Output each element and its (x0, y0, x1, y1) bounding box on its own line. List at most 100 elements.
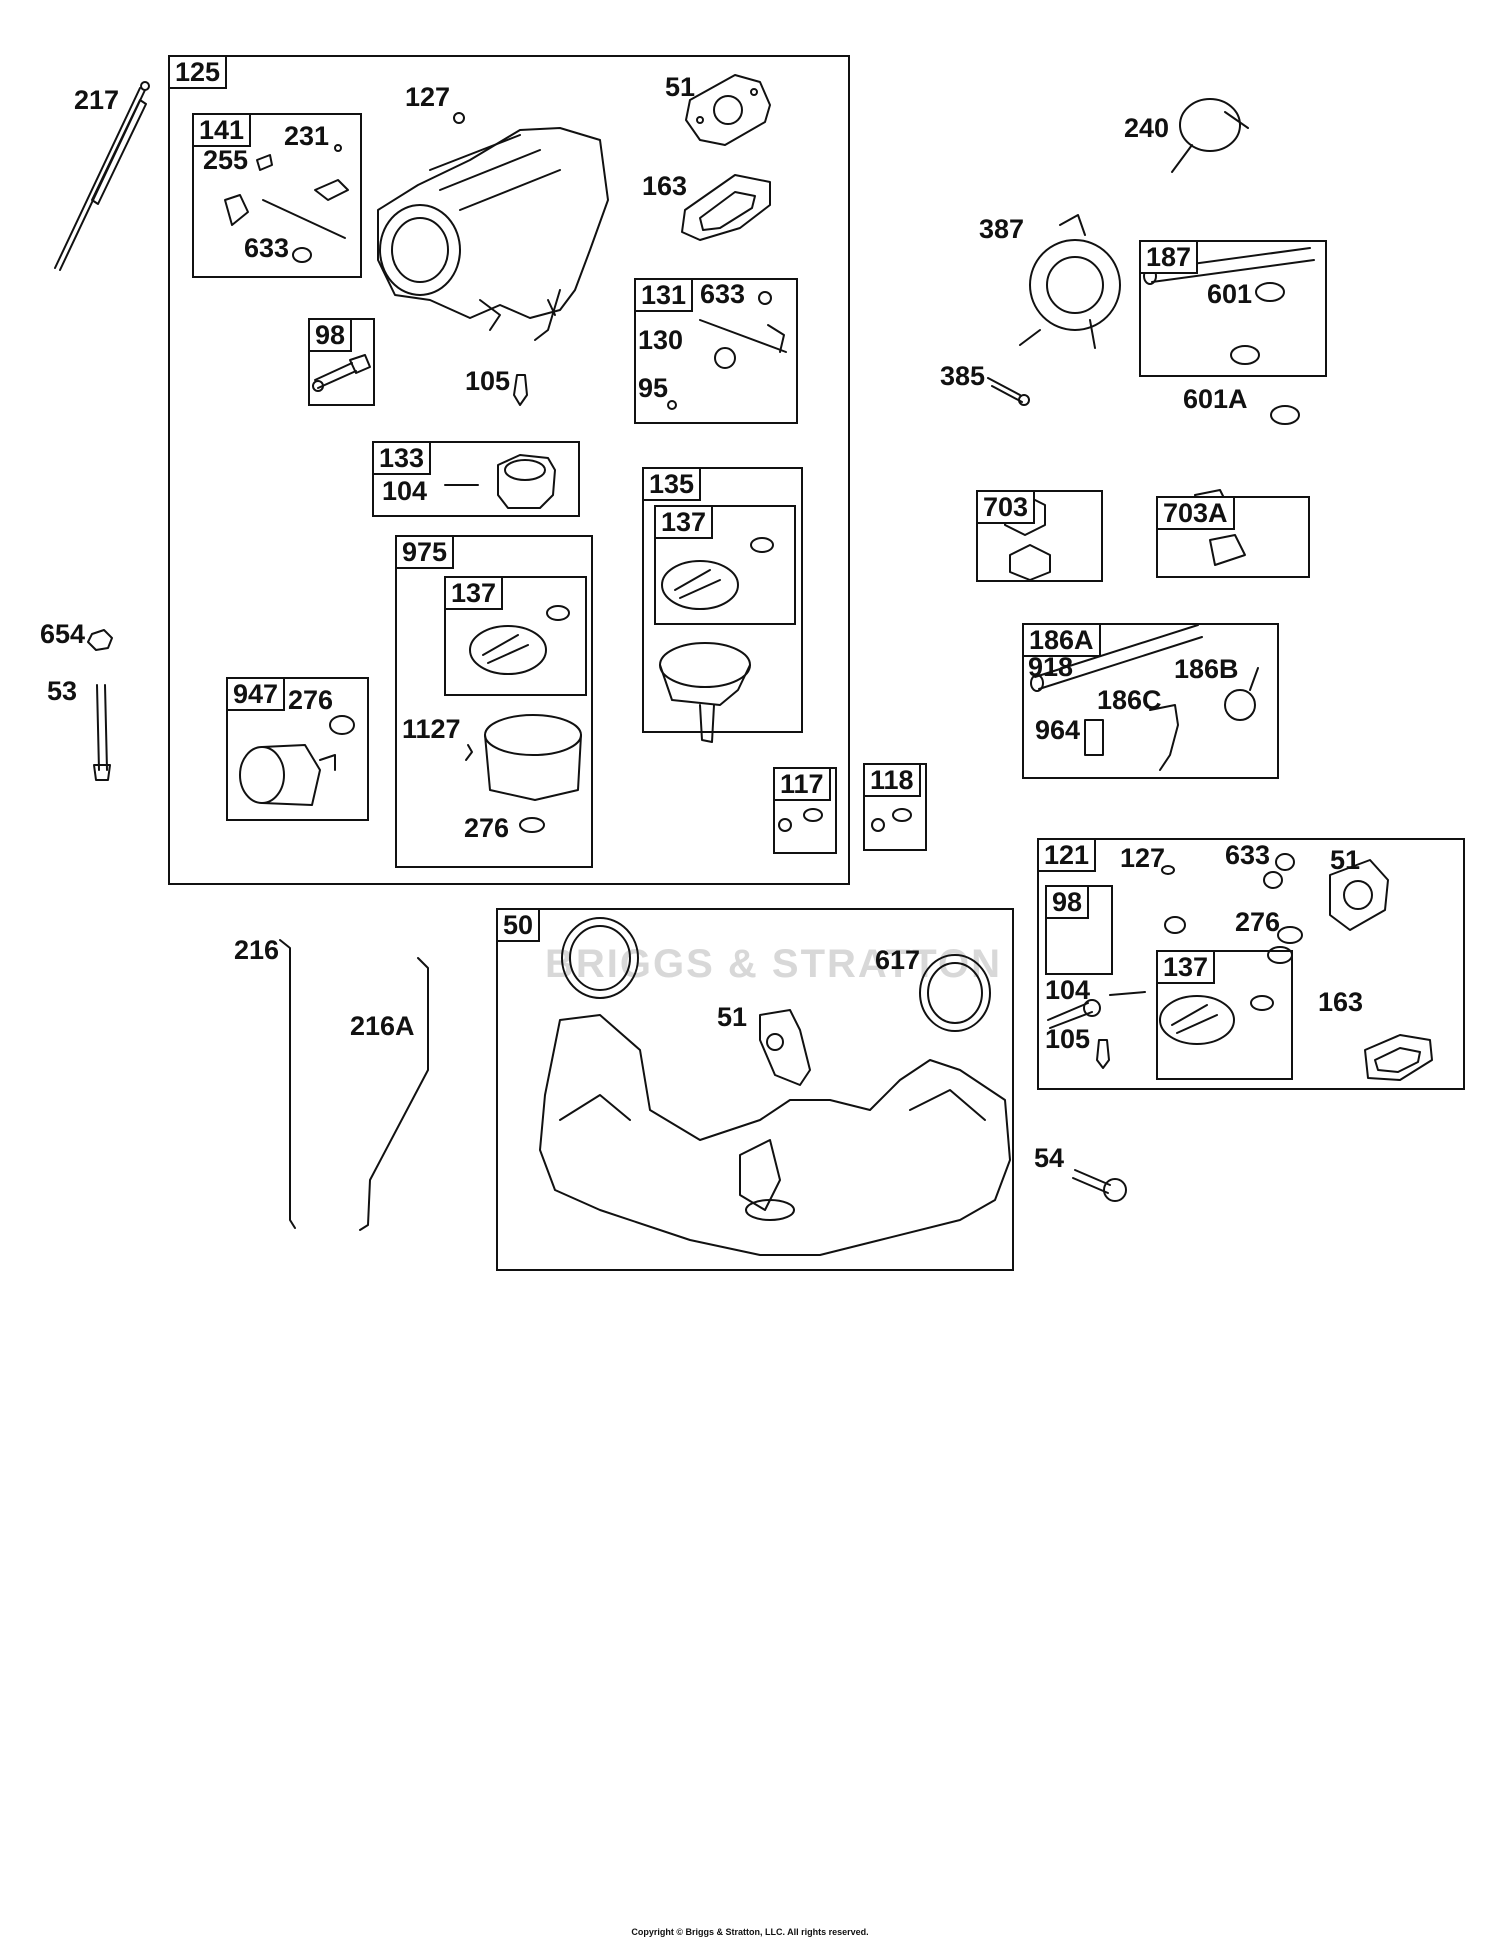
kit-box-117: 117 (773, 767, 837, 854)
fuel-filter-icon (1171, 98, 1249, 173)
part-label: 54 (1034, 1143, 1065, 1173)
part-label: 186B (1174, 654, 1239, 684)
mounting-screw-icon (987, 377, 1030, 406)
kit-box-133: 133 (372, 441, 580, 517)
kit-box-975: 975 (395, 535, 593, 868)
part-label: 105 (465, 366, 511, 396)
kit-number: 703A (1158, 498, 1235, 530)
kit-box-125: 125 (168, 55, 850, 885)
kit-box-187: 187 (1139, 240, 1327, 377)
part-label: 654 (40, 619, 86, 649)
part-label: 163 (642, 171, 688, 201)
kit-number: 98 (310, 320, 353, 352)
part-label: 104 (382, 476, 428, 506)
kit-number: 141 (194, 115, 252, 147)
intake-manifold-icon (539, 917, 1011, 1256)
part-label: 216A (350, 1011, 415, 1041)
part-label: 255 (203, 145, 249, 175)
kit-box-141: 141 (192, 113, 362, 278)
part-label: 51 (665, 72, 696, 102)
kit-number: 137 (1158, 952, 1216, 984)
kit-box-703A: 703A (1156, 496, 1310, 578)
carburetor-bowl-icon (465, 714, 582, 833)
part-label: 964 (1035, 715, 1081, 745)
kit-number: 137 (446, 578, 504, 610)
gasket-set-icon (469, 537, 774, 675)
part-label: 186C (1097, 685, 1162, 715)
part-label: 918 (1028, 652, 1074, 682)
part-label: 104 (1045, 975, 1091, 1005)
part-label: 617 (875, 945, 921, 975)
needle-valve-icon (513, 374, 528, 406)
part-label: 240 (1124, 113, 1170, 143)
governor-link-icon (279, 939, 429, 1231)
kit-box-137: 137 (1156, 950, 1293, 1080)
kit-box-118: 118 (863, 763, 927, 851)
part-label: 163 (1318, 987, 1364, 1017)
governor-spring-icon (54, 81, 150, 271)
kit-box-137: 137 (654, 505, 796, 625)
part-label: 51 (1330, 845, 1361, 875)
float-bowl-icon (659, 642, 751, 743)
part-label: 601 (1207, 279, 1253, 309)
part-label: 53 (47, 676, 78, 706)
part-label: 95 (638, 373, 669, 403)
kit-box-98: 98 (1045, 885, 1113, 975)
kit-number: 117 (775, 769, 831, 801)
hose-clamp-icon (1270, 405, 1300, 425)
kit-number: 703 (978, 492, 1036, 524)
kit-box-50: 50 (496, 908, 1014, 1271)
part-label: 127 (1120, 843, 1166, 873)
kit-box-186A: 186A (1022, 623, 1279, 779)
o-ring-icon (453, 112, 465, 124)
kit-number: 186A (1024, 625, 1101, 657)
kit-box-947: 947 (226, 677, 369, 821)
kit-number: 135 (644, 469, 702, 501)
part-label: 1127 (402, 714, 461, 744)
part-label: 130 (638, 325, 684, 355)
kit-number: 187 (1141, 242, 1199, 274)
kit-number: 975 (397, 537, 455, 569)
gasket-icon (685, 74, 771, 146)
kit-number: 50 (498, 910, 541, 942)
watermark: BRIGGS & STRATTON (545, 942, 1002, 986)
kit-number: 121 (1039, 840, 1097, 872)
fuel-pump-icon (1019, 214, 1121, 349)
kit-number: 947 (228, 679, 286, 711)
copyright-notice: Copyright © Briggs & Stratton, LLC. All … (631, 1927, 869, 1937)
kit-number: 125 (170, 57, 228, 89)
overhaul-kit-icon (1047, 853, 1433, 1081)
fuel-solenoid-icon (239, 715, 355, 806)
carburetor-icon (377, 127, 609, 341)
part-label: 633 (244, 233, 290, 263)
choke-shaft-icon (667, 291, 787, 410)
kit-box-98: 98 (308, 318, 375, 406)
kit-number: 133 (374, 443, 432, 475)
part-label: 217 (74, 85, 120, 115)
kit-box-137: 137 (444, 576, 587, 696)
part-label: 216 (234, 935, 280, 965)
part-label: 387 (979, 214, 1025, 244)
fuel-hose-kit-icon (1030, 624, 1259, 771)
kit-box-131: 131 (634, 278, 798, 424)
float-icon (444, 454, 556, 509)
part-label: 276 (464, 813, 510, 843)
part-label: 276 (1235, 907, 1281, 937)
part-label: 601A (1183, 384, 1248, 414)
part-label: 51 (717, 1002, 748, 1032)
part-label: 633 (700, 279, 746, 309)
stud-icon (87, 629, 113, 781)
part-label: 385 (940, 361, 986, 391)
throttle-shaft-icon (224, 144, 349, 263)
bolt-icon (1072, 1169, 1127, 1202)
kit-number: 137 (656, 507, 714, 539)
kit-box-703: 703 (976, 490, 1103, 582)
part-label: 127 (405, 82, 451, 112)
idle-screw-icon (312, 354, 371, 392)
part-label: 231 (284, 121, 330, 151)
part-label: 276 (288, 685, 334, 715)
screw-icon (778, 808, 912, 832)
kit-number: 98 (1047, 887, 1090, 919)
